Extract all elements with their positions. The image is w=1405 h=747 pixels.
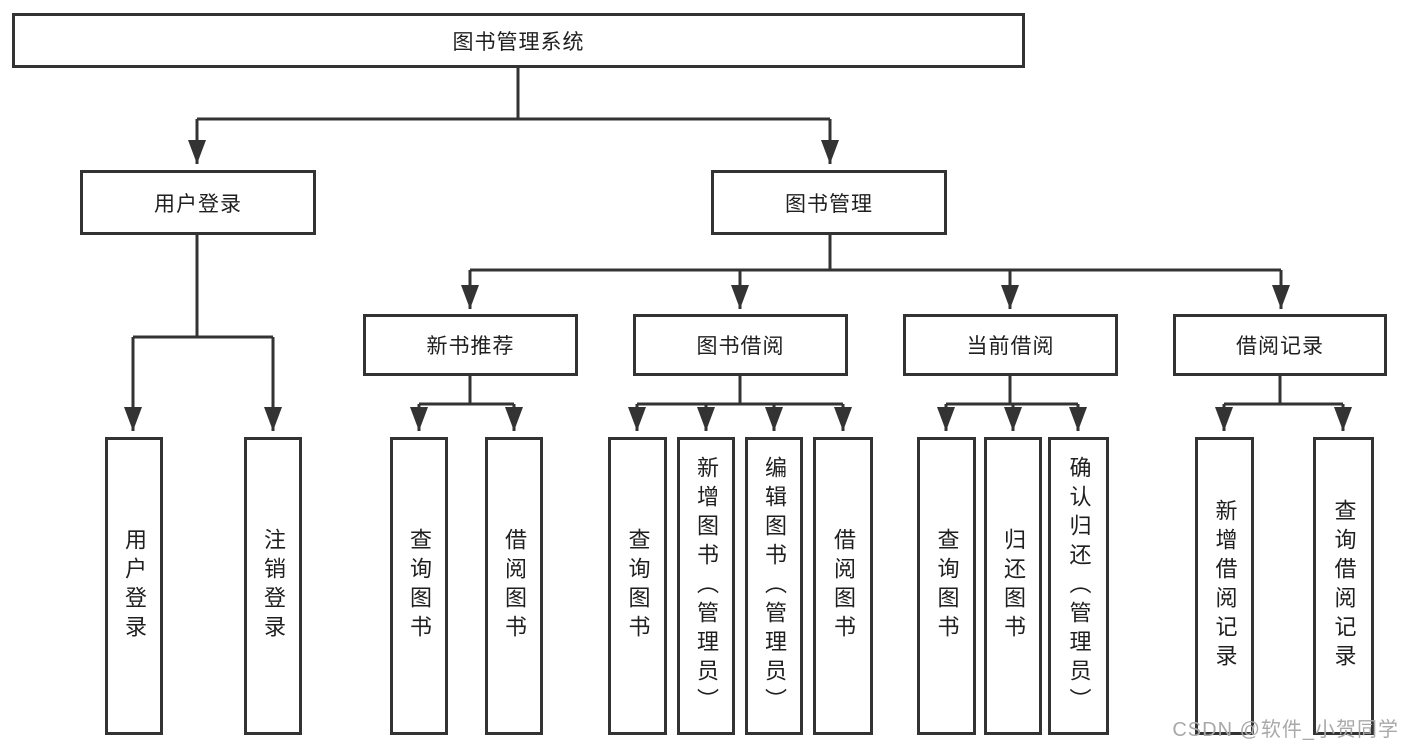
leaf-logout-label: 注销登录 — [261, 528, 286, 644]
node-book-borrow-label: 图书借阅 — [696, 335, 785, 358]
node-user-login: 用户登录 — [80, 170, 316, 235]
node-user-login-label: 用户登录 — [154, 192, 242, 216]
leaf-add-borrow-record: 新增借阅记录 — [1195, 437, 1254, 735]
root-node-label: 图书管理系统 — [452, 30, 585, 54]
leaf-query-borrow-record: 查询借阅记录 — [1313, 437, 1374, 735]
leaf-borrow-books-2-label: 借阅图书 — [831, 528, 856, 644]
leaf-query-books-3-label: 查询图书 — [934, 528, 960, 644]
node-new-book-recommend-label: 新书推荐 — [426, 335, 515, 358]
leaf-user-login: 用户登录 — [105, 437, 163, 735]
csdn-watermark: CSDN @软件_小贺同学 — [1172, 719, 1399, 741]
node-new-book-recommend: 新书推荐 — [363, 314, 578, 376]
leaf-logout: 注销登录 — [244, 437, 302, 735]
leaf-query-borrow-record-label: 查询借阅记录 — [1331, 499, 1357, 673]
leaf-confirm-return-admin: 确认归还（管理员） — [1048, 437, 1109, 735]
leaf-borrow-books-2: 借阅图书 — [813, 437, 873, 735]
node-current-borrow: 当前借阅 — [903, 314, 1118, 376]
leaf-user-login-label: 用户登录 — [122, 528, 147, 644]
root-node: 图书管理系统 — [12, 13, 1025, 68]
leaf-borrow-books-1-label: 借阅图书 — [502, 528, 527, 644]
leaf-return-books-label: 归还图书 — [1001, 528, 1026, 644]
node-borrow-record: 借阅记录 — [1173, 314, 1387, 376]
leaf-edit-book-admin-label: 编辑图书（管理员） — [762, 455, 787, 717]
leaf-add-book-admin-label: 新增图书（管理员） — [694, 455, 719, 717]
leaf-query-books-1: 查询图书 — [390, 437, 448, 735]
leaf-query-books-3: 查询图书 — [917, 437, 976, 735]
leaf-edit-book-admin: 编辑图书（管理员） — [745, 437, 803, 735]
leaf-add-borrow-record-label: 新增借阅记录 — [1212, 499, 1238, 673]
connector-trunks — [133, 68, 1343, 406]
leaf-confirm-return-admin-label: 确认归还（管理员） — [1066, 455, 1092, 717]
leaf-borrow-books-1: 借阅图书 — [485, 437, 543, 735]
node-borrow-record-label: 借阅记录 — [1236, 335, 1324, 358]
leaf-return-books: 归还图书 — [984, 437, 1042, 735]
leaf-query-books-2: 查询图书 — [608, 437, 667, 735]
leaf-add-book-admin: 新增图书（管理员） — [677, 437, 735, 735]
node-book-management-label: 图书管理 — [785, 192, 873, 216]
leaf-query-books-1-label: 查询图书 — [407, 528, 432, 644]
node-book-management: 图书管理 — [711, 170, 947, 235]
leaf-query-books-2-label: 查询图书 — [625, 528, 651, 644]
node-current-borrow-label: 当前借阅 — [966, 335, 1055, 358]
node-book-borrow: 图书借阅 — [633, 314, 848, 376]
